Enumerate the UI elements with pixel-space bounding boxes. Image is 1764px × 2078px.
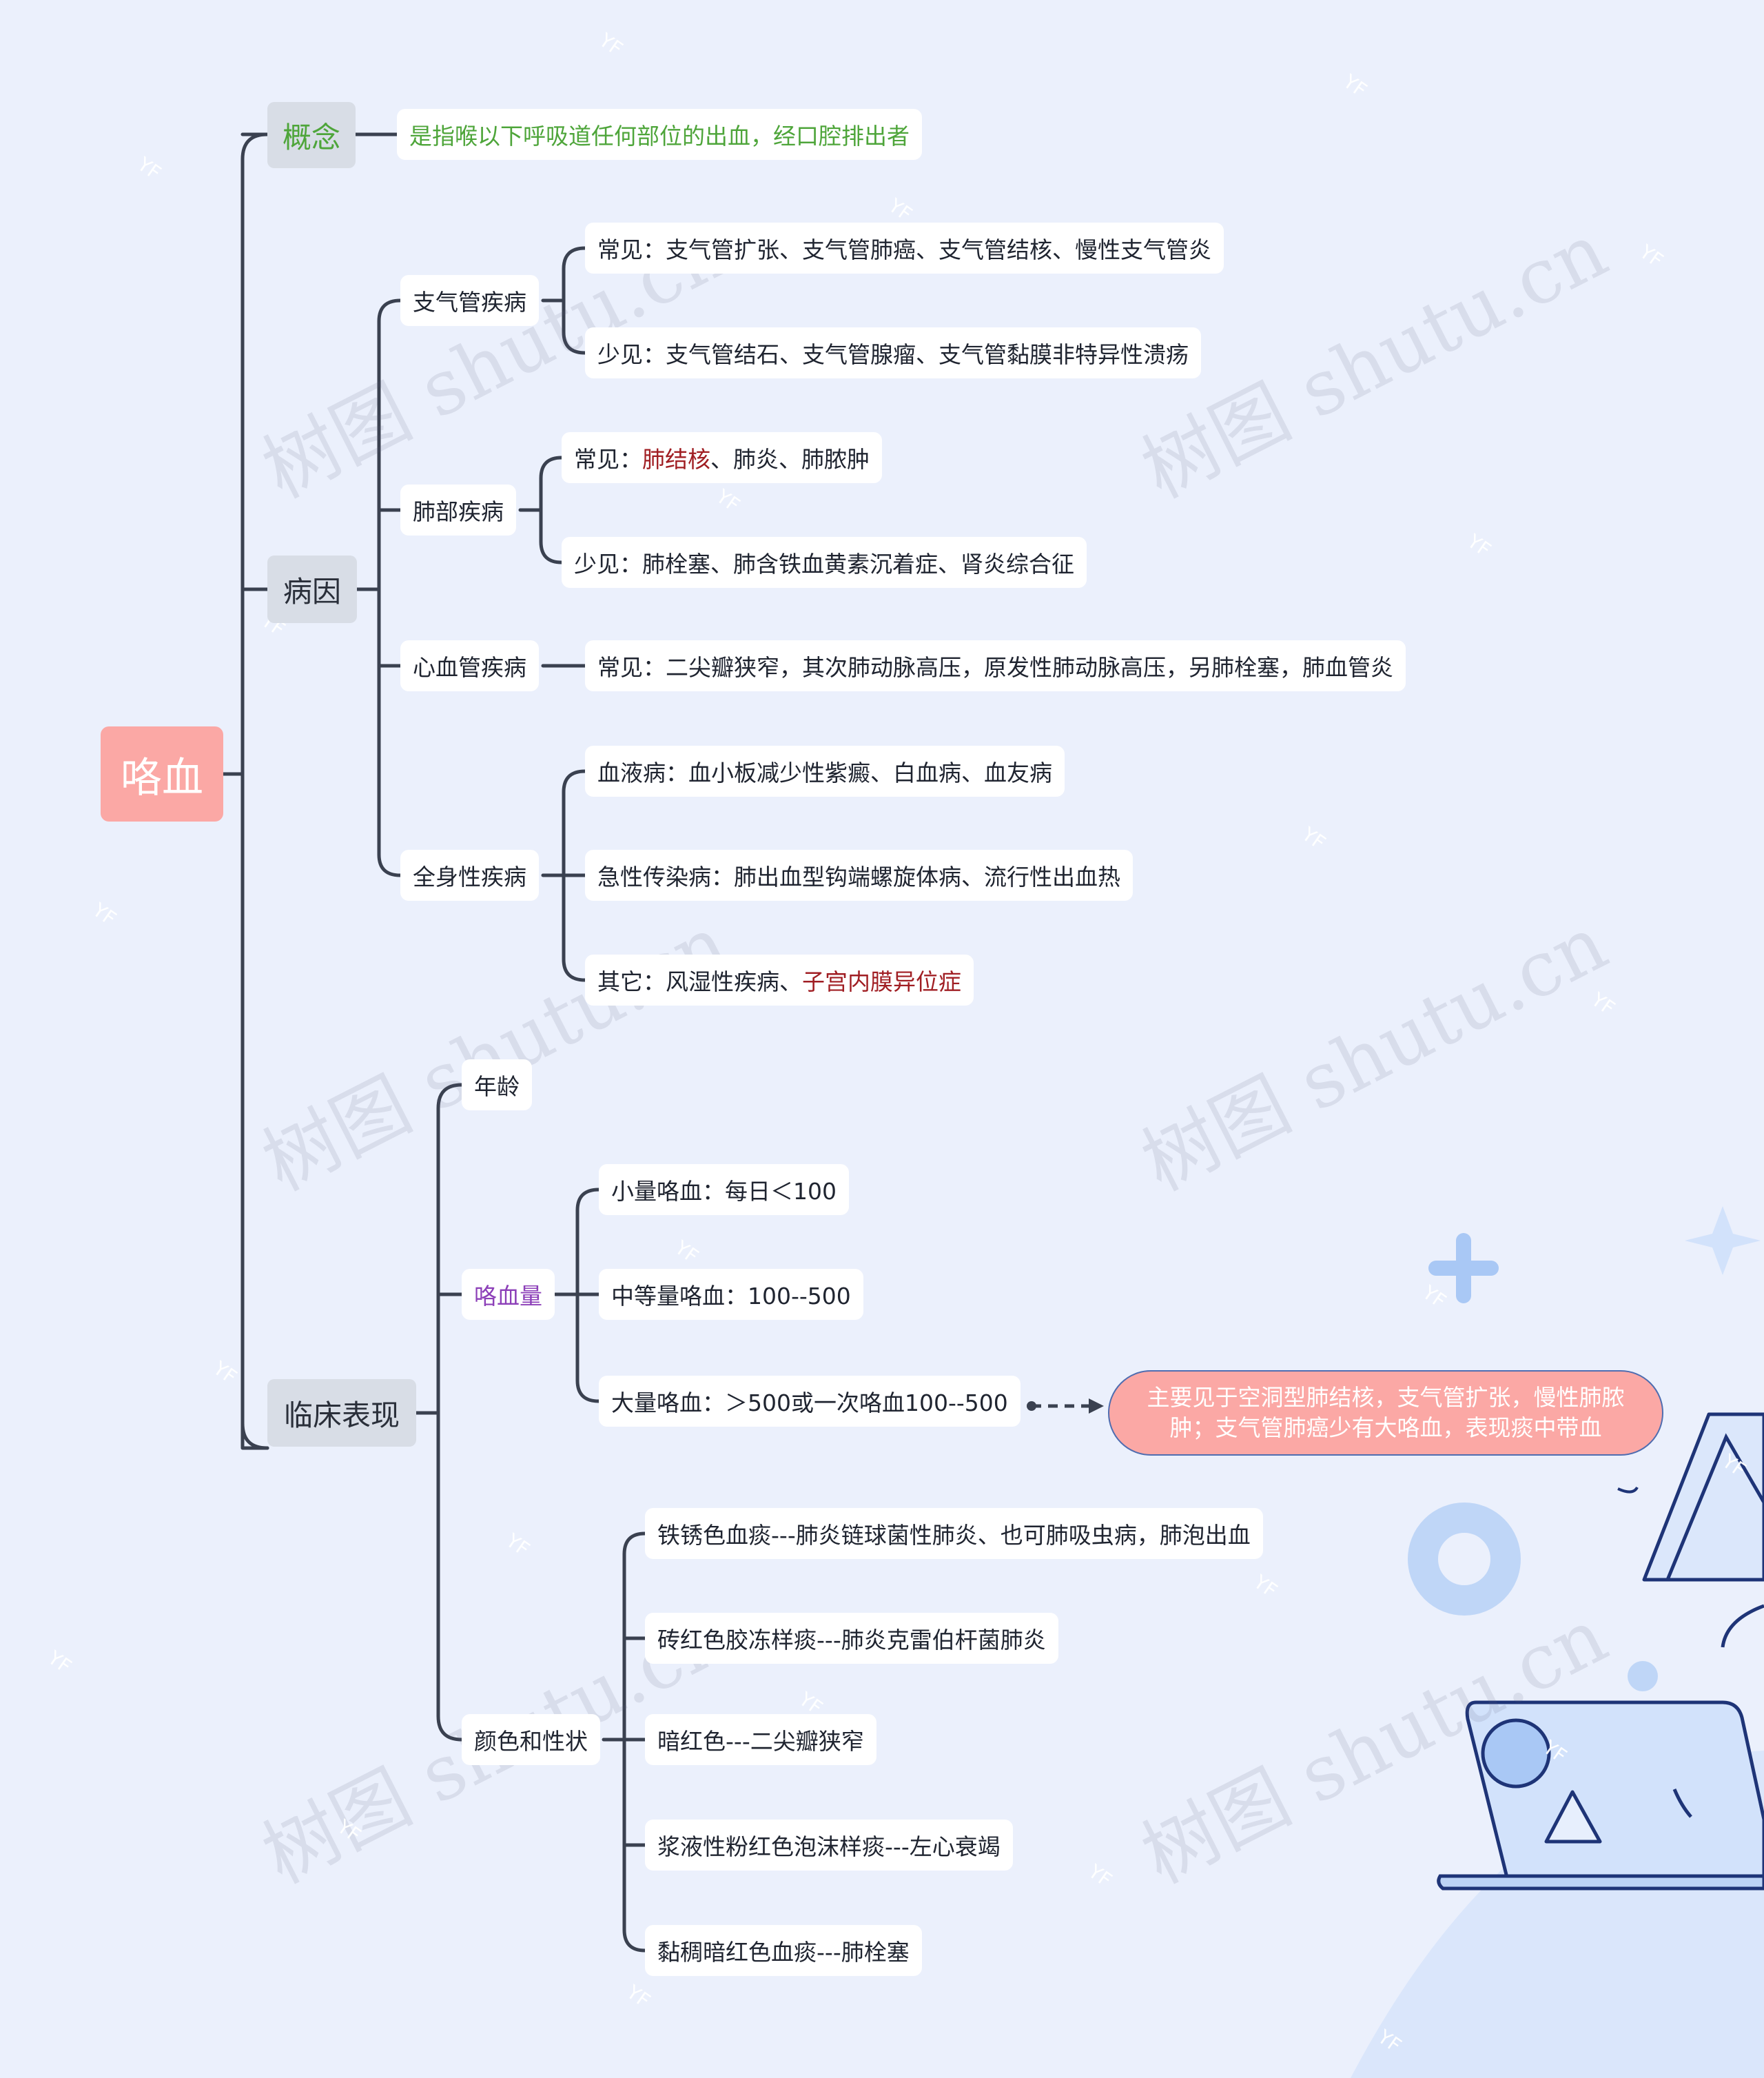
trunk-vertical	[240, 132, 269, 1450]
etiology-bronchial[interactable]: 支气管疾病	[400, 275, 539, 326]
concept-definition[interactable]: 是指喉以下呼吸道任何部位的出血，经口腔排出者	[397, 109, 922, 160]
systemic-other[interactable]: 其它：风湿性疾病、子宫内膜异位症	[585, 955, 974, 1006]
amount-large[interactable]: 大量咯血：＞500或一次咯血100--500	[599, 1376, 1021, 1427]
amount-small[interactable]: 小量咯血：每日＜100	[599, 1164, 849, 1215]
lung-vertical	[539, 456, 564, 564]
color-item[interactable]: 铁锈色血痰---肺炎链球菌性肺炎、也可肺吸虫病，肺泡出血	[645, 1508, 1263, 1559]
note-relation-arrow	[1027, 1398, 1104, 1414]
systemic-blood[interactable]: 血液病：血小板减少性紫癜、白血病、血友病	[585, 746, 1065, 797]
ring-decoration	[1408, 1503, 1521, 1616]
topic-concept[interactable]: 概念	[267, 102, 356, 168]
bronchial-rare[interactable]: 少见：支气管结石、支气管腺瘤、支气管黏膜非特异性溃疡	[585, 327, 1201, 378]
lung-common-rest: 、肺炎、肺脓肿	[710, 446, 870, 473]
clinical-vertical	[436, 1083, 464, 1742]
clinical-age[interactable]: 年龄	[462, 1059, 532, 1110]
lung-rare[interactable]: 少见：肺栓塞、肺含铁血黄素沉着症、肾炎综合征	[562, 537, 1087, 588]
clinical-amount[interactable]: 咯血量	[462, 1269, 555, 1320]
topic-clinical[interactable]: 临床表现	[267, 1379, 416, 1447]
systemic-other-highlight: 子宫内膜异位症	[802, 968, 961, 995]
lung-common-prefix: 常见：	[574, 446, 642, 473]
color-item[interactable]: 砖红色胶冻样痰---肺炎克雷伯杆菌肺炎	[645, 1613, 1058, 1664]
plus-icon	[1428, 1233, 1499, 1303]
color-item[interactable]: 暗红色---二尖瓣狭窄	[645, 1714, 876, 1765]
amount-medium[interactable]: 中等量咯血：100--500	[599, 1269, 863, 1320]
color-vertical	[622, 1531, 647, 1953]
amount-large-note[interactable]: 主要见于空洞型肺结核，支气管扩张，慢性肺脓肿；支气管肺癌少有大咯血，表现痰中带血	[1108, 1370, 1663, 1456]
color-item[interactable]: 黏稠暗红色血痰---肺栓塞	[645, 1925, 922, 1976]
etiology-systemic[interactable]: 全身性疾病	[400, 850, 539, 901]
bronchial-vertical	[562, 246, 587, 355]
root-topic[interactable]: 咯血	[101, 726, 223, 822]
lung-common-highlight: 肺结核	[642, 446, 710, 473]
etiology-lung[interactable]: 肺部疾病	[400, 485, 516, 536]
topic-etiology[interactable]: 病因	[267, 556, 357, 623]
cardio-common[interactable]: 常见：二尖瓣狭窄，其次肺动脉高压，原发性肺动脉高压，另肺栓塞，肺血管炎	[585, 640, 1406, 691]
etiology-cardio[interactable]: 心血管疾病	[400, 640, 539, 691]
trunk-to-clinical	[240, 1411, 269, 1450]
clinical-color[interactable]: 颜色和性状	[462, 1714, 600, 1765]
color-item[interactable]: 浆液性粉红色泡沫样痰---左心衰竭	[645, 1820, 1013, 1871]
etiology-vertical	[377, 298, 402, 877]
systemic-other-prefix: 其它：风湿性疾病、	[597, 968, 802, 995]
bronchial-common[interactable]: 常见：支气管扩张、支气管肺癌、支气管结核、慢性支气管炎	[585, 223, 1224, 274]
systemic-infection[interactable]: 急性传染病：肺出血型钩端螺旋体病、流行性出血热	[585, 850, 1133, 901]
sparkle-icon	[1685, 1206, 1761, 1275]
lung-common[interactable]: 常见：肺结核、肺炎、肺脓肿	[562, 432, 882, 483]
